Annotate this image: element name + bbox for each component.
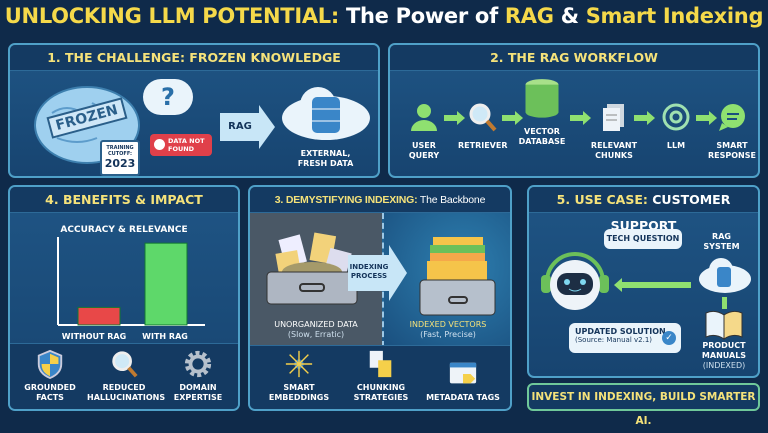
external-data-label: EXTERNAL, FRESH DATA [297,149,354,168]
feature-label: GROUNDED FACTS [24,383,76,402]
check-icon: ✓ [662,331,676,345]
feature-label: CHUNKING STRATEGIES [353,383,409,402]
challenge-heading: 1. THE CHALLENGE: FROZEN KNOWLEDGE [10,45,378,71]
arrow-icon [444,111,465,125]
feature-label: REDUCED HALLUCINATIONS [87,383,166,402]
feature-item: DOMAIN EXPERTISE [161,349,235,403]
feature-item: SMART EMBEDDINGS [258,349,340,403]
workflow-step: USER QUERY [400,101,448,161]
up-arrow-icon [722,297,727,309]
usecase-panel: 5. USE CASE: CUSTOMER SUPPORT TECH QUEST… [527,185,760,378]
tech-question-bubble: TECH QUESTION [604,229,682,249]
messy-drawer-icon [266,232,358,305]
feature-item: METADATA TAGS [422,359,504,403]
workflow-step: RELEVANT CHUNKS [590,101,638,161]
rag-arrow: RAG [220,113,260,141]
workflow-step: SMART RESPONSE [708,101,756,161]
workflow-step: RETRIEVER [458,101,508,151]
feature-label: DOMAIN EXPERTISE [173,383,223,402]
chat-bubble-icon [719,104,745,131]
alert-icon [154,139,165,150]
workflow-step-label: SMART RESPONSE [708,141,756,160]
indexed-label: INDEXED VECTORS(Fast, Precise) [409,320,487,339]
cloud-database-icon [699,258,751,293]
bar [144,242,188,326]
workflow-step: VECTOR DATABASE [518,75,566,147]
manual-book-icon [705,310,743,340]
rag-arrow-head [259,105,275,149]
chunk-documents-icon [369,350,392,378]
chart-title: ACCURACY & RELEVANCE [60,225,188,235]
magnifier-icon [469,103,497,132]
call-to-action-banner: INVEST IN INDEXING, BUILD SMARTER AI. [527,383,760,427]
user-icon [411,104,437,131]
documents-icon [603,104,624,131]
rag-system-label: RAG SYSTEM [703,232,740,251]
gear-icon [184,350,212,378]
thought-cloud-icon: ? [143,79,193,115]
manuals-label: PRODUCT MANUALS(INDEXED) [701,341,747,370]
workflow-step-label: USER QUERY [408,141,440,160]
benefits-panel: 4. BENEFITS & IMPACT ACCURACY & RELEVANC… [8,185,240,411]
left-arrow-icon [621,282,691,288]
workflow-step-label: RETRIEVER [458,141,508,150]
organized-drawer-icon [419,237,496,316]
calendar-icon: TRAINING CUTOFF: 2023 [100,140,140,176]
support-robot-icon [541,252,609,310]
llm-knot-icon [662,103,690,131]
feature-item: CHUNKING STRATEGIES [340,349,422,403]
feature-item: REDUCED HALLUCINATIONS [87,349,166,403]
x-tick-label: WITH RAG [142,332,188,341]
workflow-step-label: RELEVANT CHUNKS [590,141,638,160]
shield-icon [37,349,63,380]
x-tick-label: WITHOUT RAG [61,332,127,341]
unorganized-label: UNORGANIZED DATA(Slow, Erratic) [274,320,358,339]
tag-icon [449,362,477,384]
workflow-step: LLM [652,101,700,151]
cloud-database-icon [282,87,370,140]
workflow-panel: 2. THE RAG WORKFLOW USER QUERY RETRIEVER V… [388,43,760,178]
data-not-found-badge: DATA NOT FOUND [150,134,212,156]
magnifier-icon [112,351,138,378]
indexing-arrow-head [389,245,407,301]
challenge-panel: 1. THE CHALLENGE: FROZEN KNOWLEDGE FROZE… [8,43,380,178]
workflow-step-label: VECTOR DATABASE [518,127,566,146]
accuracy-chart [57,237,205,326]
database-icon [525,79,559,118]
bar [77,306,121,326]
arrow-icon [502,111,523,125]
updated-solution-bubble: UPDATED SOLUTION (Source: Manual v2.1) ✓ [569,323,681,353]
indexing-panel: 3. DEMYSTIFYING INDEXING: The Backbone I… [248,185,512,411]
workflow-heading: 2. THE RAG WORKFLOW [390,45,758,71]
arrow-icon [696,111,717,125]
workflow-step-label: LLM [666,141,686,150]
feature-label: METADATA TAGS [426,393,500,402]
arrow-icon [570,111,591,125]
feature-item: GROUNDED FACTS [13,349,87,403]
page-title: UNLOCKING LLM POTENTIAL: The Power of RA… [4,4,764,28]
indexing-process-arrow: INDEXING PROCESS [348,255,390,291]
arrow-icon [634,111,655,125]
indexing-heading: 3. DEMYSTIFYING INDEXING: The Backbone [250,187,510,213]
usecase-heading: 5. USE CASE: CUSTOMER SUPPORT [529,187,758,233]
feature-label: SMART EMBEDDINGS [268,383,330,402]
network-icon [285,350,313,378]
benefits-heading: 4. BENEFITS & IMPACT [10,187,238,213]
